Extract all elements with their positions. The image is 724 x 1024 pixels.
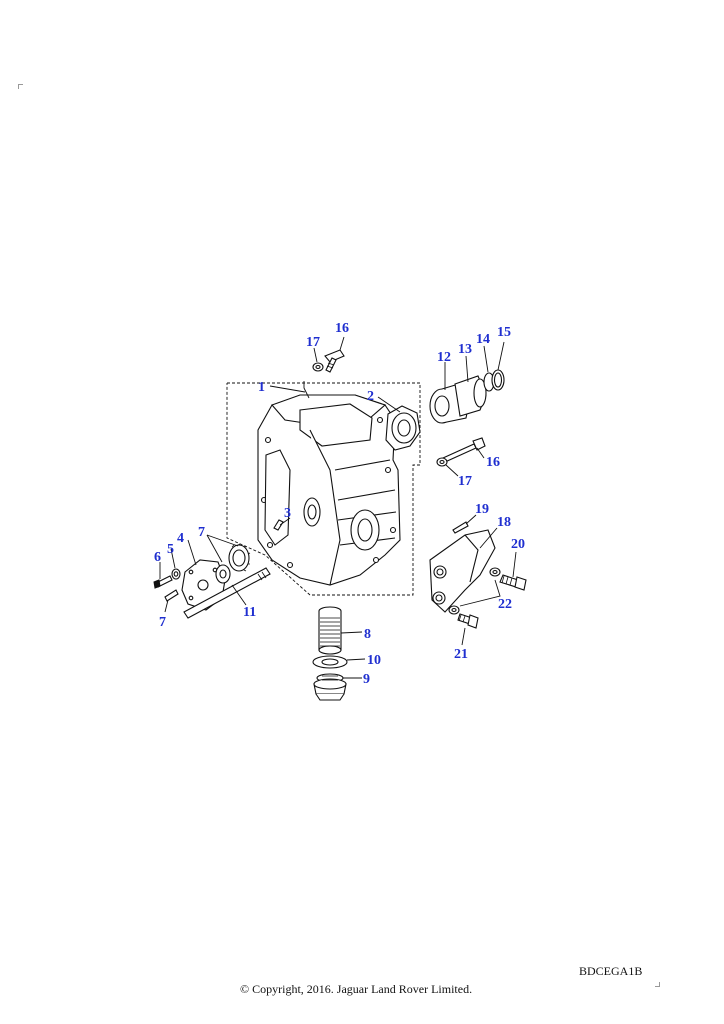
callout-17-right: 17 [458,474,472,489]
callout-4: 4 [177,531,184,546]
leader-lines [159,336,517,679]
washer-part-17-top[interactable] [312,362,324,372]
screw-part-6[interactable] [153,575,173,589]
bolt-part-20[interactable] [499,574,527,591]
diagram-reference-code: BDCEGA1B [579,964,643,978]
callout-1: 1 [258,380,265,395]
bolt-part-21[interactable] [457,613,479,629]
callout-19: 19 [475,502,489,517]
filter-part-8[interactable] [318,606,342,655]
callout-14: 14 [476,332,490,347]
corner-mark-bottom-right [655,982,660,987]
callout-11: 11 [243,605,256,620]
callout-22: 22 [498,597,512,612]
callout-10: 10 [367,653,381,668]
callout-8: 8 [364,627,371,642]
callout-labels: 1 2 3 4 5 6 7 7 8 9 10 11 12 13 14 15 16… [154,321,525,687]
dowel-part-3[interactable] [273,519,284,531]
housing-part-1[interactable] [257,394,401,586]
ring-part-15[interactable] [491,369,505,391]
callout-12: 12 [437,350,451,365]
callout-3: 3 [284,506,291,521]
callout-7-pin: 7 [159,615,166,630]
callout-13: 13 [458,342,472,357]
callout-7-gear: 7 [198,525,205,540]
housing-boundary [226,382,421,596]
bolt-part-16-top[interactable] [324,349,345,373]
washer-part-5[interactable] [171,568,181,580]
washer-part-22[interactable] [448,567,501,615]
copyright-notice: © Copyright, 2016. Jaguar Land Rover Lim… [240,982,473,996]
bearing-part-2[interactable] [385,405,421,451]
pump-gear-part-7[interactable] [215,543,251,584]
callout-16-top: 16 [335,321,349,336]
callout-20: 20 [511,537,525,552]
sleeve-part-13[interactable] [454,375,487,417]
callout-17-top: 17 [306,335,320,350]
shaft-part-11[interactable] [183,567,271,619]
washer-part-17-right[interactable] [436,457,448,467]
callout-9: 9 [363,672,370,687]
callout-6: 6 [154,550,161,565]
callout-16-right: 16 [486,455,500,470]
callout-15: 15 [497,325,511,340]
drain-plug-part-9[interactable] [313,673,347,701]
corner-mark-top-left [18,84,23,89]
callout-5: 5 [167,542,174,557]
bracket-part-18[interactable] [429,529,496,613]
callout-18: 18 [497,515,511,530]
pin-part-19[interactable] [452,521,469,534]
callout-21: 21 [454,647,468,662]
pin-part-7[interactable] [164,589,179,602]
sealing-washer-part-10[interactable] [312,655,348,669]
callout-2: 2 [367,389,374,404]
